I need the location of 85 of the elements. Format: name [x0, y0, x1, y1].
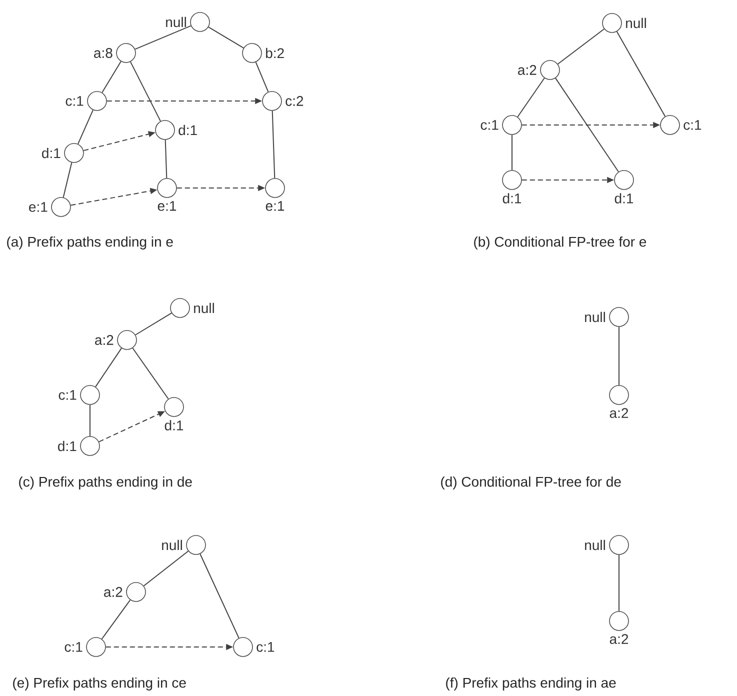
tree-edge — [130, 61, 162, 122]
tree-edge — [134, 312, 172, 336]
tree-node-circle — [170, 298, 190, 318]
tree-node-circle — [660, 115, 680, 135]
node-label: c:1 — [58, 390, 76, 400]
caption: (c) Prefix paths ending in de — [19, 476, 192, 490]
tree-edge — [164, 139, 168, 179]
node-label: e:1 — [29, 202, 48, 212]
tree-node-circle — [190, 12, 210, 32]
tree-node-circle — [609, 535, 629, 555]
node-label: e:1 — [266, 201, 284, 211]
tree-edge — [255, 62, 269, 92]
tree-node-circle — [80, 385, 100, 405]
tree-node-circle — [116, 43, 136, 63]
node-label: null — [585, 540, 605, 550]
caption: (e) Prefix paths ending in ce — [13, 677, 186, 691]
tree-node-circle — [265, 178, 285, 198]
caption: (a) Prefix paths ending in e — [7, 236, 173, 250]
tree-edge — [143, 550, 189, 586]
tree-edge — [555, 78, 619, 172]
tree-node-circle — [64, 143, 84, 163]
node-label: a:8 — [94, 48, 112, 58]
node-label: d:1 — [502, 193, 522, 204]
tree-edge — [618, 554, 620, 612]
tree-node-circle — [609, 307, 629, 327]
tree-node-circle — [609, 611, 629, 631]
tree-node-circle — [540, 60, 560, 80]
tree-node-circle — [186, 535, 206, 555]
tree-node-circle — [242, 43, 262, 63]
caption: (f) Prefix paths ending in ae — [446, 677, 616, 691]
node-label: c:1 — [480, 120, 498, 130]
tree-node-circle — [602, 13, 622, 33]
node-label: d:1 — [178, 124, 197, 136]
node-label: c:1 — [256, 642, 274, 652]
node-label: a:2 — [518, 65, 536, 75]
tree-node-circle — [87, 91, 107, 111]
tree-node-circle — [155, 120, 175, 140]
node-label: d:1 — [58, 440, 76, 452]
node-label: null — [162, 540, 182, 550]
tree-edge — [78, 110, 94, 144]
caption: (d) Conditional FP-tree for de — [441, 476, 621, 490]
tree-node-circle — [262, 91, 282, 111]
tree-node-circle — [614, 170, 634, 190]
tree-edge — [517, 78, 545, 118]
tree-edge — [618, 326, 620, 386]
tree-node-circle — [126, 582, 146, 602]
tree-edge — [132, 348, 169, 400]
tree-node-circle — [80, 436, 100, 456]
tree-edge — [102, 60, 122, 94]
tree-edge — [616, 31, 666, 117]
tree-edge — [95, 348, 122, 388]
tree-edge — [101, 600, 131, 640]
node-label: null — [585, 312, 605, 322]
node-label: null — [626, 18, 646, 28]
caption: (b) Conditional FP-tree for e — [474, 236, 646, 250]
tree-node-circle — [157, 178, 177, 198]
node-label: a:2 — [610, 408, 628, 418]
node-label: d:1 — [614, 193, 634, 204]
tree-node-circle — [502, 115, 522, 135]
tree-node-circle — [233, 637, 253, 657]
node-label: d:1 — [164, 420, 184, 430]
node-label: null — [194, 302, 214, 314]
node-label: d:1 — [42, 148, 60, 158]
node-label: c:1 — [66, 96, 84, 106]
tree-node-circle — [51, 197, 71, 217]
tree-node-circle — [164, 397, 184, 417]
tree-edge — [557, 28, 605, 65]
node-label: c:2 — [286, 96, 304, 106]
tree-node-circle — [502, 170, 522, 190]
node-label: c:1 — [684, 120, 702, 130]
tree-edge — [272, 110, 276, 179]
tree-edge — [200, 553, 240, 638]
tree-edge — [134, 25, 192, 50]
tree-node-circle — [609, 385, 629, 405]
tree-edge — [208, 26, 244, 48]
tree-node-circle — [117, 330, 137, 350]
node-label: c:1 — [64, 642, 82, 652]
node-label: a:2 — [104, 587, 122, 597]
node-label: a:2 — [95, 335, 114, 345]
tree-node-circle — [86, 637, 106, 657]
node-label: a:2 — [610, 634, 628, 644]
node-label: e:1 — [158, 201, 176, 211]
node-label: b:2 — [266, 48, 284, 58]
node-label: null — [166, 16, 186, 28]
tree-edge — [62, 162, 72, 198]
